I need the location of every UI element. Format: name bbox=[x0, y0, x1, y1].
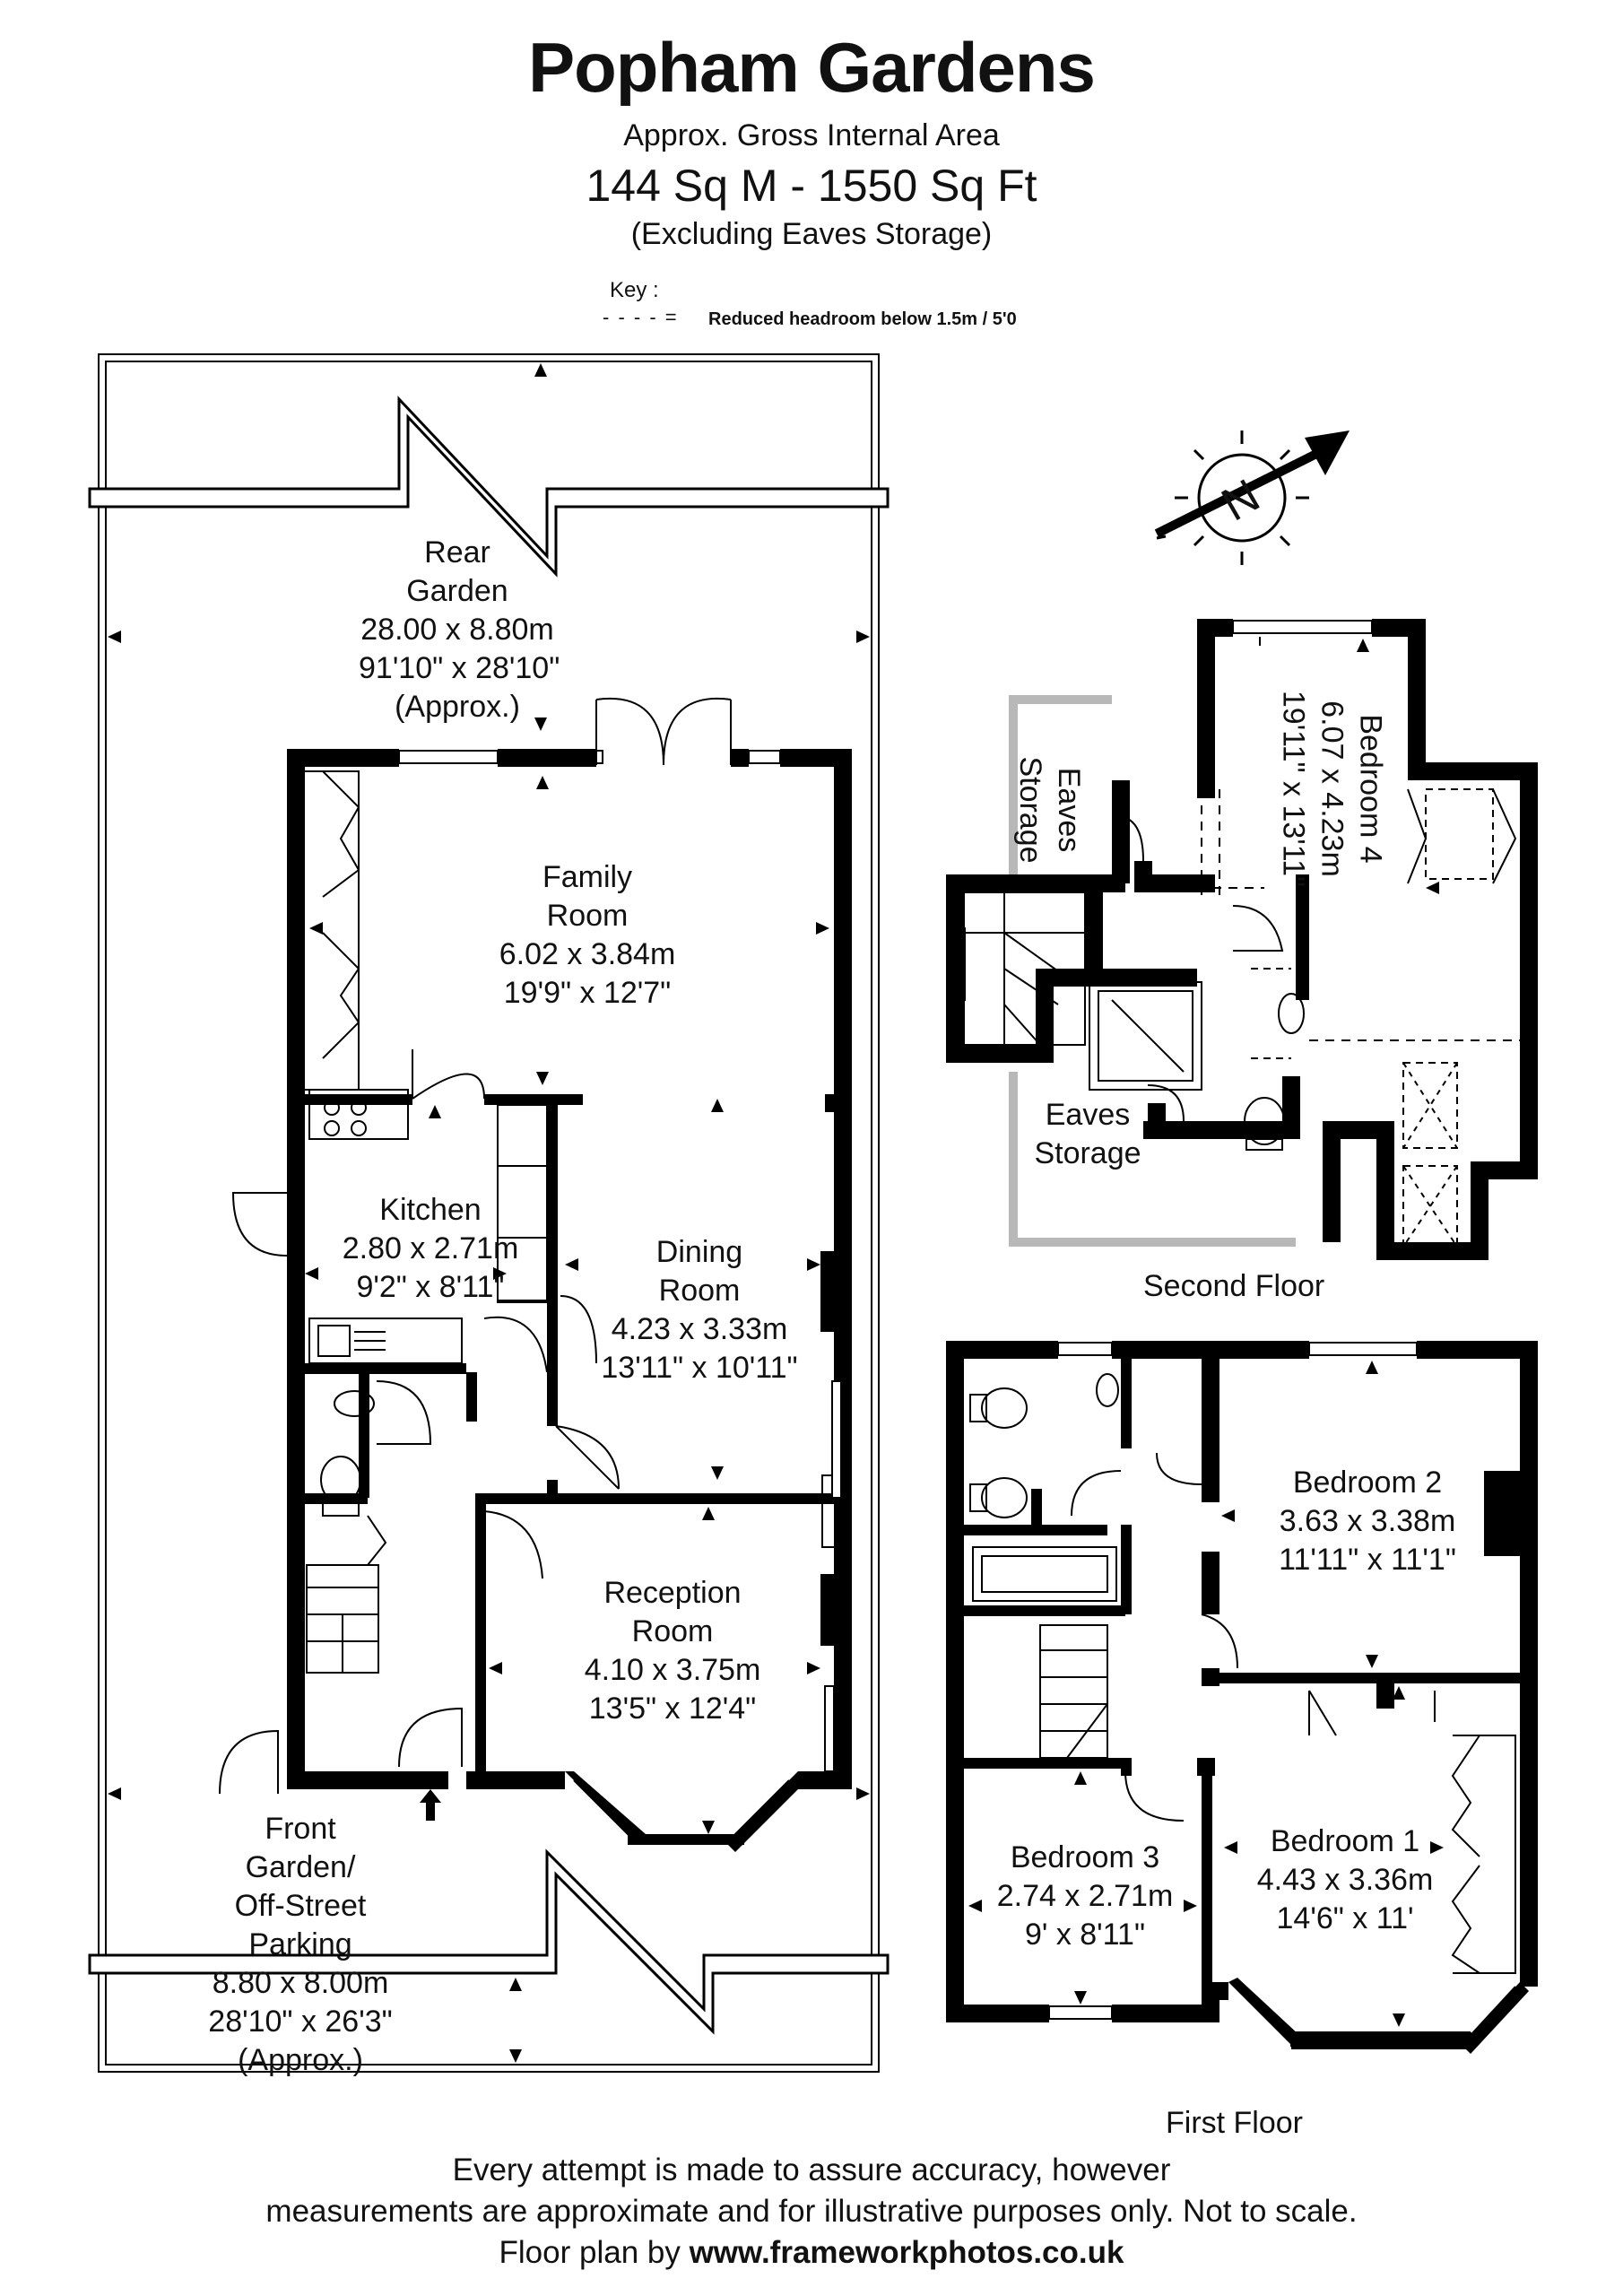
front-garden-label: Front Garden/ Off-Street Parking 8.80 x … bbox=[193, 1810, 408, 2080]
compass-rose bbox=[1154, 430, 1328, 565]
footer-disclaimer-2: measurements are approximate and for ill… bbox=[265, 2194, 1358, 2229]
first-floor-title: First Floor bbox=[1166, 2106, 1303, 2140]
rear-garden-name-2: Garden bbox=[406, 574, 508, 608]
eaves-storage-top-2: Storage bbox=[1013, 756, 1047, 864]
dining-room-name-1: Dining bbox=[655, 1235, 743, 1269]
bedroom4-name: Bedroom 4 bbox=[1353, 714, 1388, 864]
reception-room-name-1: Reception bbox=[603, 1576, 742, 1610]
rear-garden-name-1: Rear bbox=[424, 535, 490, 570]
bedroom3-metric: 2.74 x 2.71m bbox=[996, 1879, 1174, 1913]
reception-room-metric: 4.10 x 3.75m bbox=[584, 1653, 761, 1687]
reception-room-imperial: 13'5" x 12'4" bbox=[588, 1692, 757, 1726]
family-room-name-1: Family bbox=[542, 860, 633, 894]
rear-garden-imperial: 91'10" x 28'10" bbox=[359, 651, 560, 685]
front-garden-name-2: Garden/ bbox=[245, 1850, 356, 1884]
reception-room-label: Reception Room 4.10 x 3.75m 13'5" x 12'4… bbox=[565, 1574, 780, 1728]
second-floor-arrows bbox=[1357, 639, 1439, 894]
family-room-imperial: 19'9" x 12'7" bbox=[503, 976, 672, 1010]
area-label: Approx. Gross Internal Area bbox=[623, 118, 1000, 152]
kitchen-metric: 2.80 x 2.71m bbox=[342, 1231, 519, 1265]
dining-room-label: Dining Room 4.23 x 3.33m 13'11" x 10'11" bbox=[592, 1233, 807, 1387]
first-floor-arrows bbox=[968, 1361, 1515, 2027]
bedroom4-metric: 6.07 x 4.23m bbox=[1315, 700, 1350, 877]
bedroom3-imperial: 9' x 8'11" bbox=[1024, 1918, 1146, 1952]
rear-garden-break bbox=[88, 396, 890, 578]
front-garden-metric: 8.80 x 8.00m bbox=[212, 1966, 389, 2000]
first-floor-details bbox=[947, 1342, 1516, 2047]
bedroom1-label: Bedroom 1 4.43 x 3.36m 14'6" x 11' bbox=[1242, 1822, 1448, 1938]
area-note: (Excluding Eaves Storage) bbox=[630, 217, 993, 251]
rear-garden-fence bbox=[98, 353, 880, 2073]
front-garden-name-3: Off-Street bbox=[234, 1889, 367, 1923]
bedroom2-label: Bedroom 2 3.63 x 3.38m 11'11" x 11'1" bbox=[1251, 1464, 1484, 1579]
plan-title: Popham Gardens bbox=[528, 28, 1096, 107]
dining-room-imperial: 13'11" x 10'11" bbox=[601, 1351, 798, 1385]
front-garden-name-4: Parking bbox=[248, 1927, 352, 1961]
bedroom3-name: Bedroom 3 bbox=[1010, 1840, 1160, 1874]
ground-room-arrows bbox=[305, 776, 829, 1834]
ground-floor-details bbox=[219, 697, 842, 1839]
first-floor-walls bbox=[946, 1341, 1538, 2054]
second-floor-walls bbox=[946, 619, 1538, 1260]
bedroom1-metric: 4.43 x 3.36m bbox=[1256, 1863, 1434, 1897]
eaves-storage-top-1: Eaves bbox=[1052, 767, 1086, 853]
front-garden-note: (Approx.) bbox=[238, 2043, 363, 2077]
bedroom1-name: Bedroom 1 bbox=[1270, 1824, 1420, 1858]
area-value: 144 Sq M - 1550 Sq Ft bbox=[586, 161, 1037, 211]
footer-disclaimer-1: Every attempt is made to assure accuracy… bbox=[452, 2152, 1171, 2187]
footer-website-link[interactable]: www.frameworkphotos.co.uk bbox=[689, 2235, 1124, 2270]
front-garden-name-1: Front bbox=[265, 1812, 336, 1846]
compass-arrow bbox=[1305, 430, 1350, 475]
front-garden-imperial: 28'10" x 26'3" bbox=[208, 2005, 393, 2039]
key-dashes: - - - - = bbox=[603, 306, 679, 328]
family-room-label: Family Room 6.02 x 3.84m 19'9" x 12'7" bbox=[484, 858, 690, 1013]
eaves-storage-top-label: Eaves Storage bbox=[1011, 743, 1088, 877]
bedroom3-label: Bedroom 3 2.74 x 2.71m 9' x 8'11" bbox=[982, 1839, 1188, 1954]
bedroom4-label: Bedroom 4 6.07 x 4.23m 19'11" x 13'11" bbox=[1274, 637, 1390, 942]
rear-garden-metric: 28.00 x 8.80m bbox=[360, 613, 554, 647]
footer-credit-prefix: Floor plan by bbox=[499, 2235, 690, 2270]
second-floor-details bbox=[951, 620, 1520, 1248]
bedroom4-imperial: 19'11" x 13'11" bbox=[1276, 690, 1311, 888]
family-room-metric: 6.02 x 3.84m bbox=[499, 937, 676, 971]
reception-room-name-2: Room bbox=[631, 1614, 714, 1648]
ground-floor-walls bbox=[287, 749, 852, 1852]
bedroom1-imperial: 14'6" x 11' bbox=[1276, 1901, 1414, 1935]
bedroom2-imperial: 11'11" x 11'1" bbox=[1279, 1543, 1456, 1577]
rear-garden-note: (Approx.) bbox=[395, 690, 520, 724]
kitchen-name: Kitchen bbox=[379, 1193, 482, 1227]
second-floor-title: Second Floor bbox=[1143, 1269, 1325, 1303]
kitchen-imperial: 9'2" x 8'11" bbox=[356, 1270, 505, 1304]
kitchen-label: Kitchen 2.80 x 2.71m 9'2" x 8'11" bbox=[332, 1191, 529, 1307]
eaves-storage-bottom-1: Eaves bbox=[1045, 1098, 1131, 1132]
eaves-storage-bottom-2: Storage bbox=[1034, 1136, 1141, 1170]
bedroom2-name: Bedroom 2 bbox=[1292, 1465, 1443, 1500]
rear-garden-label: Rear Garden 28.00 x 8.80m 91'10" x 28'10… bbox=[359, 534, 560, 726]
front-garden-break bbox=[88, 1848, 890, 2035]
eaves-storage-bottom-label: Eaves Storage bbox=[1020, 1096, 1155, 1173]
second-floor-eaves bbox=[1009, 695, 1296, 1247]
bedroom2-metric: 3.63 x 3.38m bbox=[1279, 1504, 1456, 1538]
family-room-name-2: Room bbox=[546, 899, 629, 933]
footer-credit: Floor plan by www.frameworkphotos.co.uk bbox=[0, 2235, 1623, 2271]
dining-room-metric: 4.23 x 3.33m bbox=[611, 1312, 788, 1346]
key-description: Reduced headroom below 1.5m / 5'0 bbox=[708, 309, 1017, 329]
key-label: Key : bbox=[610, 278, 659, 302]
dining-room-name-2: Room bbox=[658, 1274, 741, 1308]
dimension-arrows-ground bbox=[108, 363, 870, 2063]
